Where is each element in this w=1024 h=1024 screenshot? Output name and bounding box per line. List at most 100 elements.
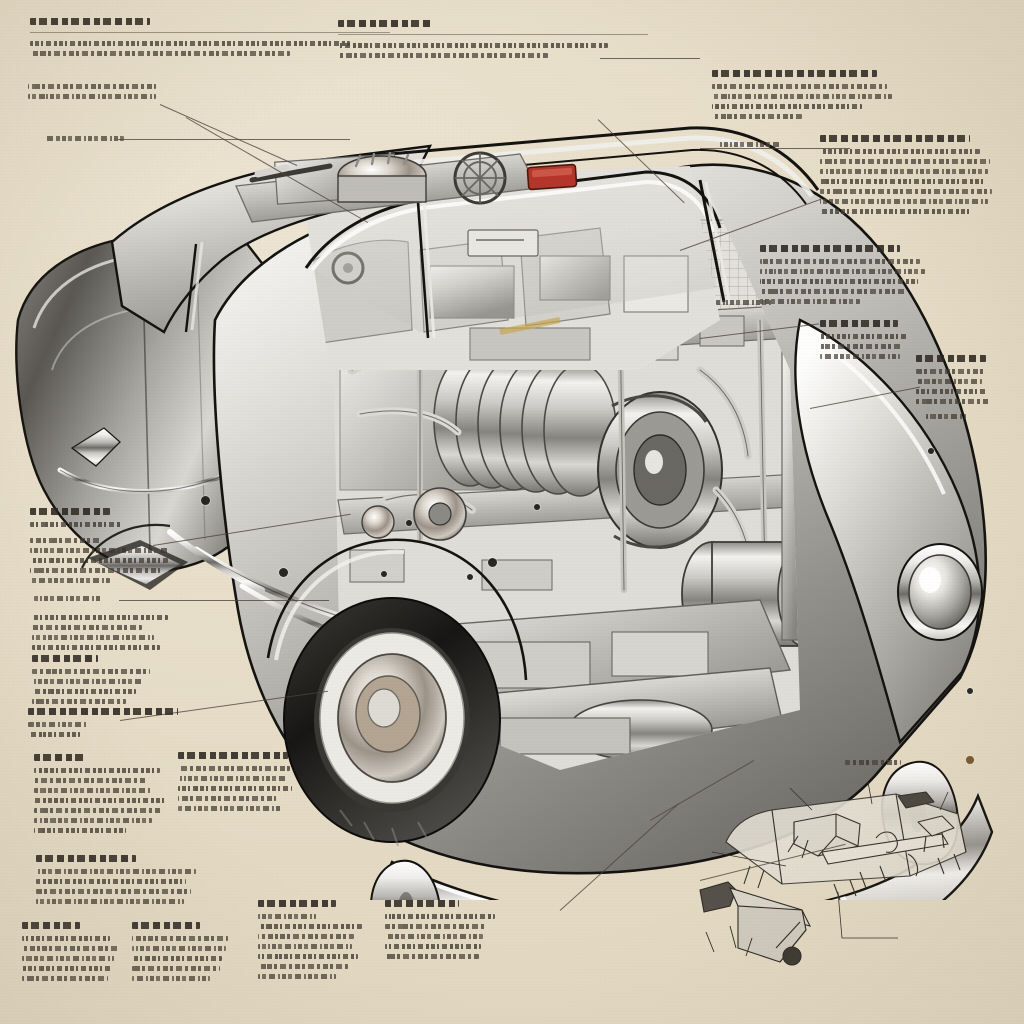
- annotation-heading: [132, 922, 200, 929]
- annotation-line: [385, 914, 495, 919]
- leader-roof-equipment: [118, 139, 350, 140]
- dot-quarter-panel: [279, 568, 288, 577]
- annotation-line: [34, 788, 152, 793]
- annotation-block-right-mid-tag: [716, 300, 771, 310]
- annotation-block-left-mid-b: [30, 538, 170, 588]
- annotation-line: [34, 828, 126, 833]
- annotation-heading: [820, 320, 898, 327]
- annotation-block-bottom-col-1: [36, 855, 196, 909]
- annotation-line: [28, 722, 88, 727]
- annotation-line: [718, 142, 780, 147]
- leader-cabin-upper: [600, 58, 700, 59]
- annotation-line: [760, 269, 925, 274]
- annotation-line: [36, 879, 186, 884]
- annotation-line: [22, 956, 114, 961]
- annotation-line: [32, 679, 142, 684]
- annotation-block-left-mid-d: [32, 655, 150, 709]
- annotation-rule: [338, 34, 648, 35]
- annotation-line: [30, 548, 170, 553]
- annotation-heading: [258, 900, 336, 907]
- annotation-line: [22, 966, 112, 971]
- annotation-line: [30, 558, 168, 563]
- roof-dome-unit: [337, 151, 427, 203]
- annotation-line: [712, 114, 802, 119]
- bumper-overrider-left: [370, 859, 440, 900]
- annotation-block-left-col-1: [34, 754, 166, 838]
- annotation-line: [916, 389, 988, 394]
- inset-subassembly-diagram: [699, 781, 967, 966]
- annotation-line: [916, 379, 982, 384]
- annotation-heading: [32, 655, 98, 662]
- annotation-block-left-mid-a: [30, 508, 122, 532]
- annotation-block-top-center-header: [338, 20, 648, 63]
- annotation-line: [22, 936, 110, 941]
- annotation-line: [132, 976, 210, 981]
- engine-cylinder-bank: [433, 353, 723, 549]
- annotation-heading: [385, 900, 459, 907]
- front-fender-and-hood: [794, 318, 983, 745]
- annotation-line: [258, 934, 354, 939]
- annotation-line: [385, 924, 487, 929]
- annotation-line: [34, 808, 162, 813]
- annotation-block-left-mid-c: [32, 615, 168, 655]
- annotation-heading: [34, 754, 86, 761]
- annotation-block-right-upper-tag: [718, 142, 780, 152]
- dot-headlamp-ring: [928, 448, 934, 454]
- annotation-heading: [338, 20, 433, 27]
- annotation-line: [32, 615, 168, 620]
- annotation-line: [820, 354, 900, 359]
- annotation-line: [820, 149, 980, 154]
- annotation-line: [34, 596, 102, 601]
- annotation-block-bottom-col-3: [132, 922, 228, 986]
- annotation-line: [712, 104, 862, 109]
- annotation-block-bottom-col-2: [22, 922, 118, 986]
- annotation-line: [820, 179, 985, 184]
- leader-engine-upper: [700, 148, 850, 149]
- annotation-line: [34, 818, 152, 823]
- annotation-line: [178, 796, 276, 801]
- annotation-block-bottom-col-4: [258, 900, 362, 984]
- annotation-line: [926, 414, 966, 419]
- annotation-line: [30, 568, 160, 573]
- annotation-block-right-lower-tag: [926, 414, 966, 424]
- annotation-block-top-left-sub: [28, 84, 156, 104]
- annotation-line: [712, 94, 892, 99]
- annotation-line: [760, 279, 918, 284]
- annotation-line: [820, 169, 988, 174]
- annotation-line: [32, 635, 154, 640]
- annotation-line: [36, 899, 184, 904]
- pulley-assembly: [361, 487, 467, 541]
- annotation-line: [338, 43, 608, 48]
- annotation-block-right-upper: [712, 70, 892, 124]
- annotation-line: [760, 259, 920, 264]
- annotation-heading: [28, 708, 178, 715]
- annotation-line: [338, 53, 548, 58]
- roof-equipment: [235, 151, 578, 257]
- annotation-line: [760, 299, 860, 304]
- annotation-line: [32, 669, 150, 674]
- annotation-line: [30, 41, 350, 46]
- annotation-line: [178, 786, 292, 791]
- annotation-line: [258, 964, 348, 969]
- annotation-line: [385, 934, 483, 939]
- annotation-block-right-mid: [760, 245, 925, 309]
- annotation-line: [712, 84, 887, 89]
- annotation-line: [258, 924, 362, 929]
- annotation-block-right-main: [820, 135, 992, 219]
- annotation-block-right-small: [820, 320, 908, 364]
- annotation-line: [28, 732, 80, 737]
- annotation-line: [22, 946, 118, 951]
- annotation-line: [820, 189, 992, 194]
- dot-bumper-bolt: [967, 688, 973, 694]
- annotation-line: [30, 538, 102, 543]
- annotation-block-left-col-2: [178, 752, 292, 816]
- car-cutaway-illustration: [15, 126, 994, 900]
- inset-cylinder-unit: [699, 881, 812, 966]
- annotation-line: [28, 94, 156, 99]
- annotation-line: [32, 645, 160, 650]
- annotation-line: [132, 946, 226, 951]
- front-wheel: [266, 538, 528, 847]
- annotation-line: [132, 936, 228, 941]
- annotation-heading: [22, 922, 80, 929]
- annotation-block-bottom-col-5: [385, 900, 495, 964]
